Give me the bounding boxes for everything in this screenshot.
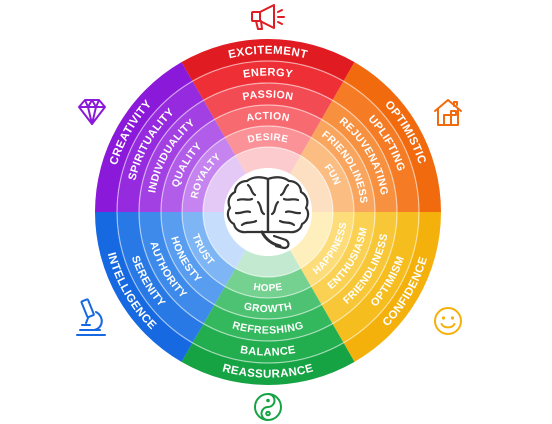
purple-ring-6 [203, 155, 246, 212]
yellow-ring-5 [300, 212, 354, 287]
blue-ring-6 [203, 212, 246, 269]
yellow-ring-1 [343, 212, 441, 362]
sector-green [181, 250, 355, 385]
yellow-ring-6 [290, 212, 333, 269]
ring-dividers [116, 60, 420, 364]
orange-ring-6 [290, 155, 333, 212]
label-green-ring-5: HOPE [253, 282, 284, 294]
green-ring-5 [225, 268, 311, 298]
label-green-ring-3: REFRESHING [231, 319, 305, 336]
label-green-ring-2: BALANCE [239, 344, 296, 359]
ring-divider [160, 104, 376, 320]
green-ring-1 [181, 342, 355, 385]
megaphone-icon [251, 4, 285, 30]
green-ring-3 [203, 304, 333, 341]
purple-ring-1 [95, 62, 193, 212]
green-ring-4 [214, 286, 322, 319]
ring-divider [138, 82, 398, 342]
sector-blue [95, 212, 246, 362]
label-red-ring-1: EXCITEMENT [227, 45, 309, 62]
purple-ring-5 [182, 137, 236, 212]
sector-orange [290, 62, 441, 212]
purple-ring-3 [139, 100, 215, 212]
blue-ring-2 [116, 212, 204, 343]
blue-ring-4 [161, 212, 225, 305]
label-green-ring-1: REASSURANCE [221, 362, 315, 380]
sector-purple [95, 62, 246, 212]
yin-yang-icon [254, 393, 282, 421]
label-red-ring-5: DESIRE [247, 132, 290, 146]
microscope-icon [76, 298, 106, 336]
label-green-ring-4: GROWTH [243, 301, 294, 315]
green-ring-2 [192, 323, 344, 363]
orange-ring-1 [343, 62, 441, 212]
red-ring-4 [214, 105, 322, 138]
yellow-ring-3 [321, 212, 397, 324]
orange-ring-3 [321, 100, 397, 212]
orange-ring-5 [300, 137, 354, 212]
wheel-sectors [95, 39, 441, 385]
orange-ring-4 [311, 119, 375, 212]
orange-ring-2 [332, 81, 419, 212]
blue-ring-1 [95, 212, 193, 362]
smiley-icon [434, 307, 462, 335]
red-ring-5 [225, 126, 311, 156]
sector-red [181, 39, 355, 174]
red-ring-1 [181, 39, 355, 82]
red-ring-2 [192, 61, 344, 101]
green-ring-6 [235, 250, 301, 277]
blue-ring-5 [182, 212, 236, 287]
yellow-ring-2 [332, 212, 419, 343]
red-ring-6 [235, 146, 301, 174]
red-ring-3 [203, 82, 333, 120]
label-red-ring-2: ENERGY [242, 67, 294, 81]
ring-divider [181, 125, 355, 299]
label-red-ring-3: PASSION [242, 89, 295, 104]
purple-ring-2 [117, 81, 204, 212]
brain-icon [226, 176, 310, 250]
ring-divider [202, 146, 334, 278]
blue-ring-3 [139, 212, 215, 324]
wheel-center [224, 168, 312, 256]
diamond-icon [78, 99, 106, 125]
ring-divider [116, 60, 420, 364]
purple-ring-4 [161, 119, 225, 212]
house-icon [434, 99, 462, 126]
label-red-ring-4: ACTION [246, 111, 291, 124]
yellow-ring-4 [311, 212, 375, 305]
sector-yellow [290, 212, 441, 362]
